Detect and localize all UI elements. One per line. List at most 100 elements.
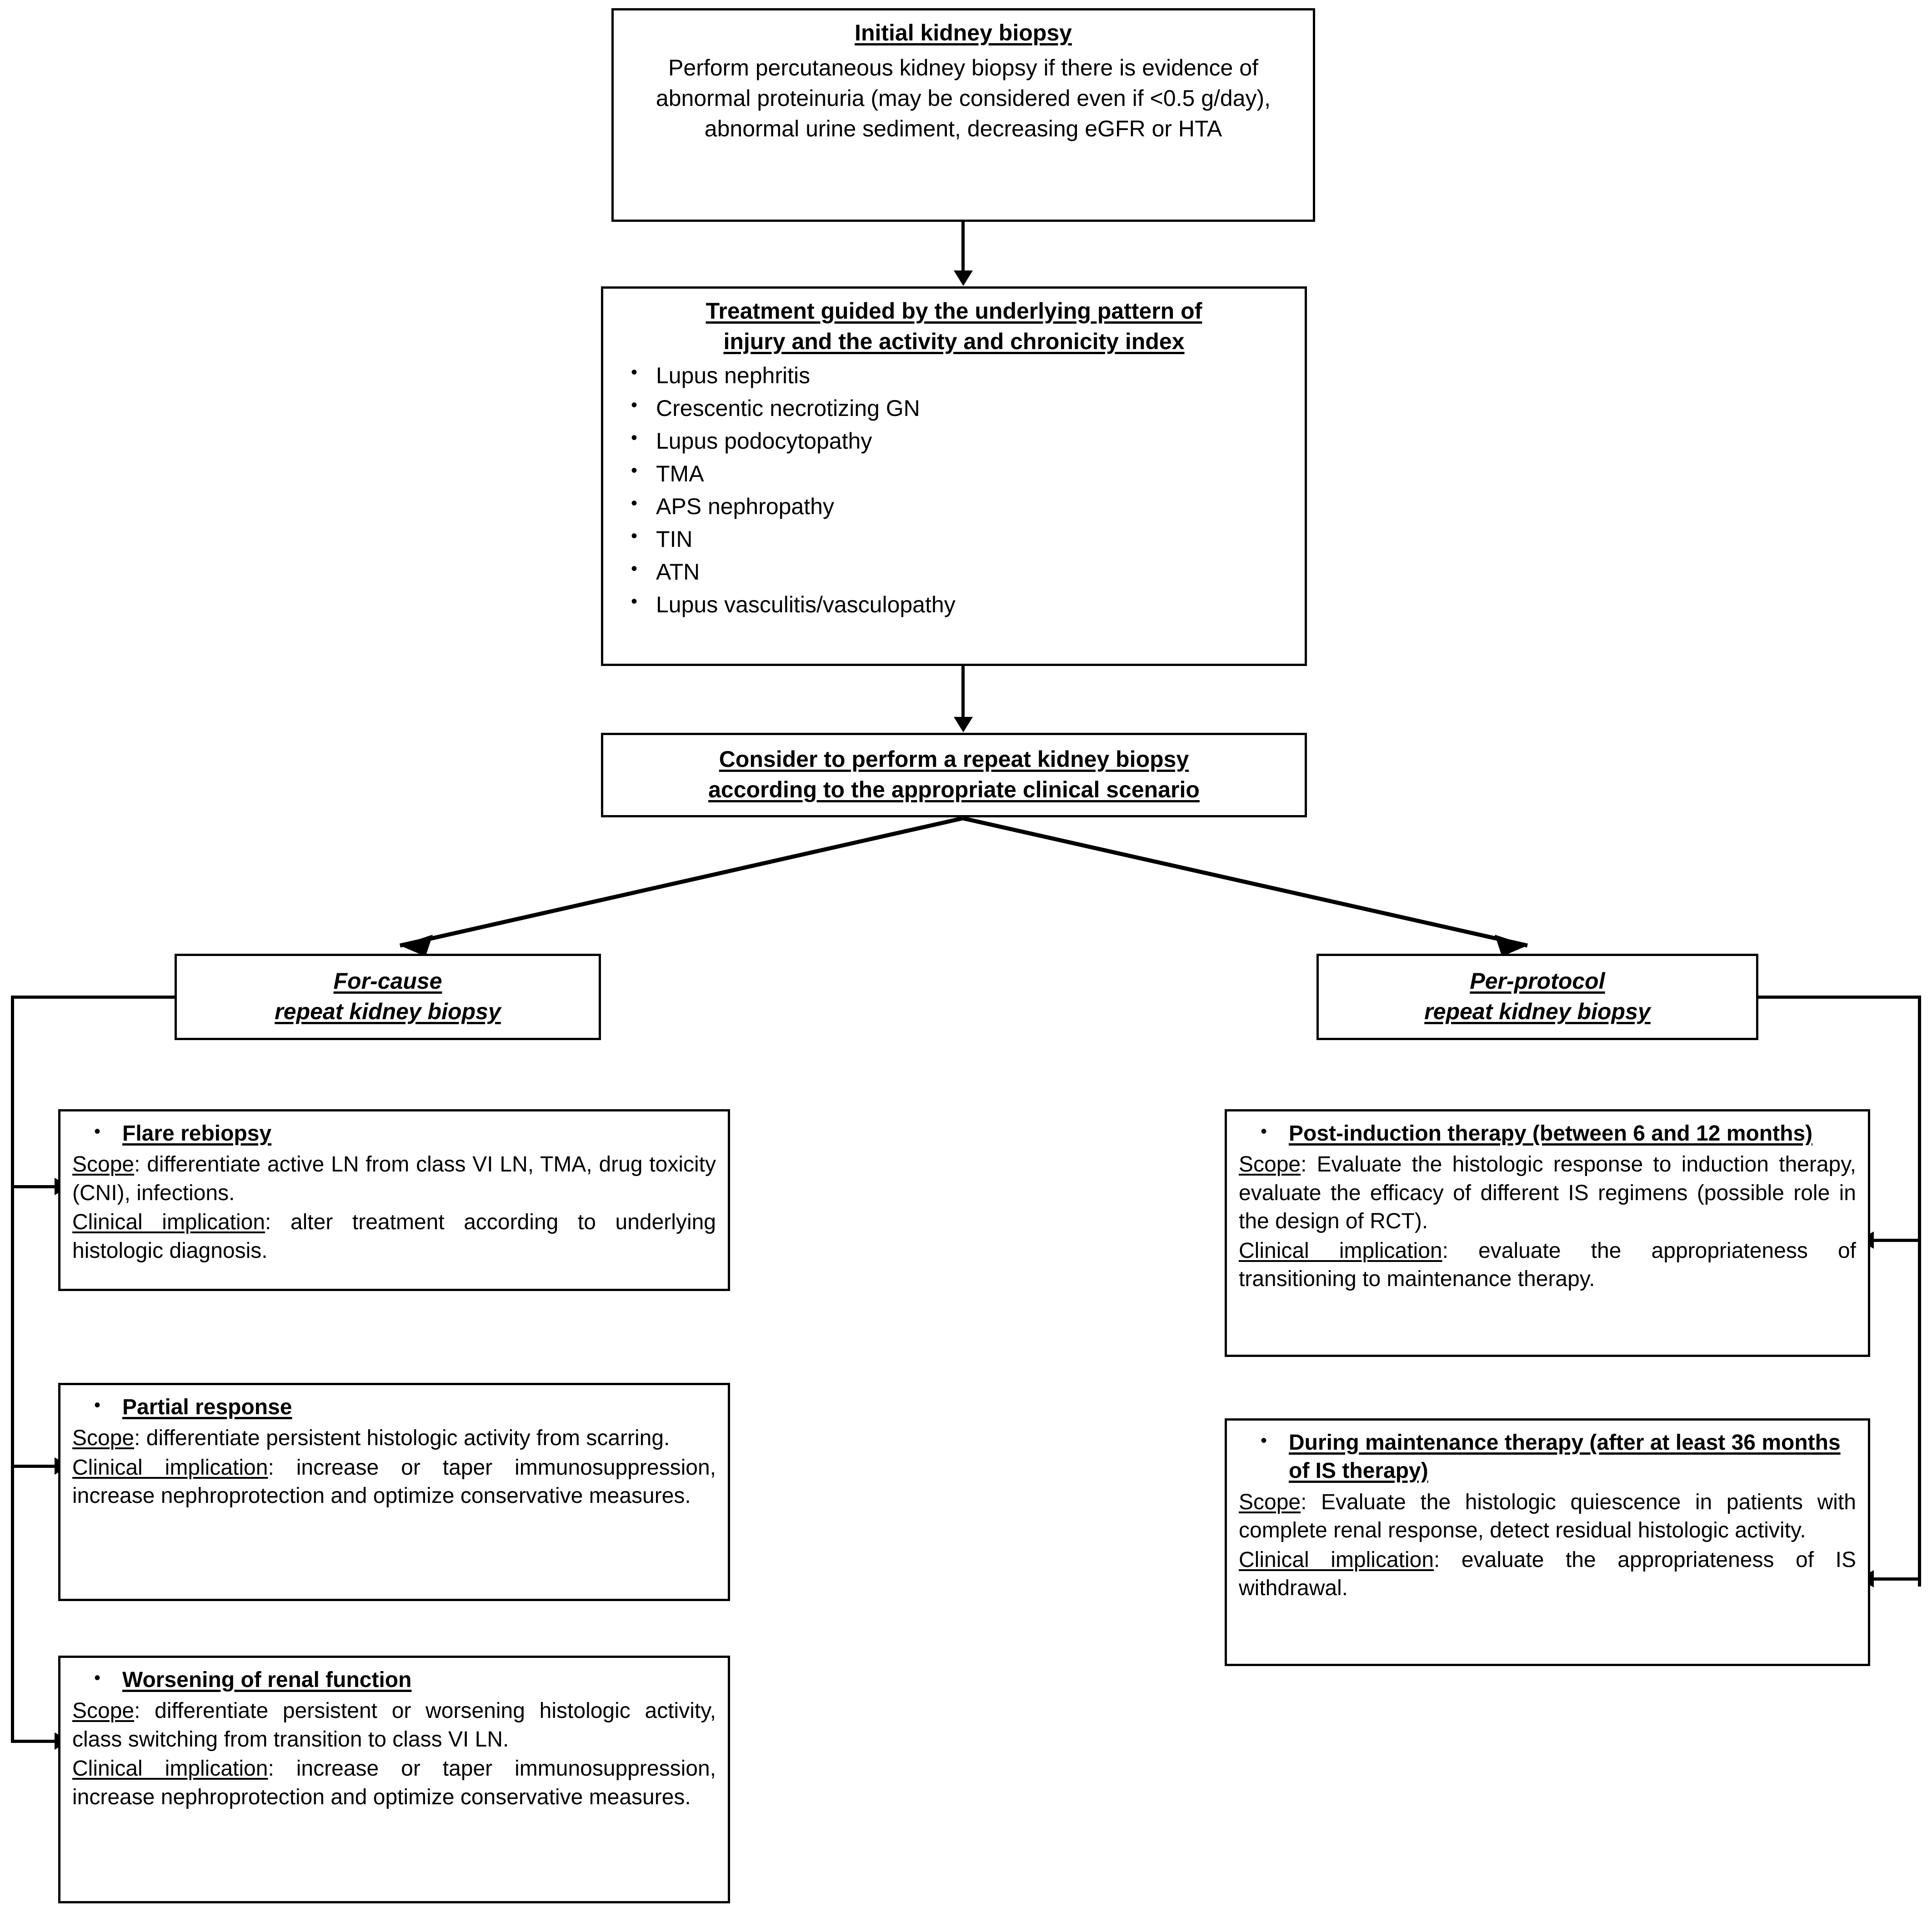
list-item-label: TIN (656, 526, 693, 552)
implication-label: Clinical implication (1239, 1238, 1442, 1263)
bus-branch-to-flare-card (11, 1185, 56, 1188)
list-item: • Lupus podocytopathy (612, 426, 1296, 456)
list-item: • Lupus vasculitis/vasculopathy (612, 590, 1296, 620)
card-worsening-heading-row: • Worsening of renal function (72, 1666, 716, 1694)
list-item-label: ATN (656, 559, 700, 585)
node-initial-kidney-biopsy[interactable]: Initial kidney biopsy Perform percutaneo… (611, 8, 1315, 222)
bus-branch-to-post-induction-card (1873, 1239, 1918, 1242)
list-item-label: APS nephropathy (656, 494, 834, 519)
implication-text: : increase or taper immunosuppression, i… (72, 1757, 716, 1809)
scope-label: Scope (72, 1699, 135, 1723)
connector-treatment-to-consider (961, 666, 965, 718)
list-item-label: Crescentic necrotizing GN (656, 395, 920, 421)
card-partial-scope: Scope: differentiate persistent histolog… (72, 1424, 716, 1452)
card-post-induction-heading-row: • Post-induction therapy (between 6 and … (1239, 1120, 1856, 1148)
card-post-induction-scope: Scope: Evaluate the histologic response … (1239, 1151, 1856, 1236)
bus-per-protocol-trunk (1918, 996, 1921, 1587)
connector-initial-to-treatment (961, 222, 965, 272)
card-maintenance-scope: Scope: Evaluate the histologic quiescenc… (1239, 1488, 1856, 1545)
list-item: • Lupus nephritis (612, 360, 1296, 391)
node-treatment-title-line1: Treatment guided by the underlying patte… (706, 298, 1202, 324)
bullet-icon: • (1260, 1431, 1267, 1451)
scope-text: : differentiate active LN from class VI … (72, 1152, 716, 1205)
scope-label: Scope (1239, 1490, 1301, 1514)
scope-label: Scope (1239, 1152, 1301, 1177)
scope-label: Scope (72, 1152, 135, 1177)
card-worsening-scope: Scope: differentiate persistent or worse… (72, 1697, 716, 1754)
node-treatment-guidance[interactable]: Treatment guided by the underlying patte… (601, 286, 1307, 666)
node-consider-repeat-biopsy[interactable]: Consider to perform a repeat kidney biop… (601, 733, 1307, 817)
node-treatment-title-line2: injury and the activity and chronicity i… (723, 329, 1185, 354)
implication-text: : evaluate the appropriateness of transi… (1239, 1238, 1857, 1291)
card-post-induction-implication: Clinical implication: evaluate the appro… (1239, 1237, 1856, 1294)
card-maintenance-implication: Clinical implication: evaluate the appro… (1239, 1546, 1856, 1603)
arrowhead-treatment-to-consider (954, 717, 973, 732)
for-cause-label-line2: repeat kidney biopsy (275, 999, 501, 1024)
per-protocol-label-line2: repeat kidney biopsy (1424, 999, 1651, 1024)
list-item-label: Lupus nephritis (656, 363, 811, 388)
implication-text: : evaluate the appropriateness of IS wit… (1239, 1547, 1856, 1600)
bullet-icon: • (631, 395, 637, 415)
node-initial-biopsy-body: Perform percutaneous kidney biopsy if th… (656, 55, 1271, 141)
scope-text: : differentiate persistent or worsening … (72, 1699, 716, 1752)
bus-branch-to-worsening-card (11, 1740, 56, 1743)
card-flare-heading: Flare rebiopsy (122, 1121, 272, 1146)
bullet-icon: • (631, 428, 637, 448)
implication-label: Clinical implication (1239, 1547, 1434, 1572)
node-consider-title-line2: according to the appropriate clinical sc… (708, 777, 1200, 802)
bullet-icon: • (94, 1121, 100, 1141)
bullet-icon: • (631, 362, 637, 382)
card-worsening-renal-function[interactable]: • Worsening of renal function Scope: dif… (58, 1656, 730, 1903)
card-flare-rebiopsy[interactable]: • Flare rebiopsy Scope: differentiate ac… (58, 1109, 730, 1291)
bullet-icon: • (94, 1395, 100, 1415)
card-partial-heading: Partial response (122, 1395, 292, 1419)
scope-label: Scope (72, 1426, 135, 1451)
card-during-maintenance-therapy[interactable]: • During maintenance therapy (after at l… (1225, 1418, 1870, 1666)
node-per-protocol-repeat-biopsy[interactable]: Per-protocol repeat kidney biopsy (1316, 954, 1758, 1040)
card-flare-implication: Clinical implication: alter treatment ac… (72, 1208, 716, 1265)
list-item-label: TMA (656, 461, 704, 486)
card-partial-heading-row: • Partial response (72, 1393, 716, 1421)
implication-text: : increase or taper immunosuppression, i… (72, 1455, 716, 1508)
implication-label: Clinical implication (72, 1455, 268, 1480)
bullet-icon: • (1260, 1121, 1267, 1141)
bus-branch-to-partial-card (11, 1465, 56, 1468)
list-item-label: Lupus vasculitis/vasculopathy (656, 592, 956, 617)
node-initial-biopsy-title: Initial kidney biopsy (855, 20, 1072, 45)
node-consider-title-line1: Consider to perform a repeat kidney biop… (719, 746, 1189, 772)
list-item: • ATN (612, 557, 1296, 587)
scope-text: : Evaluate the histologic response to in… (1239, 1152, 1856, 1234)
list-item: • APS nephropathy (612, 491, 1296, 522)
scope-text: : Evaluate the histologic quiescence in … (1239, 1490, 1856, 1543)
implication-label: Clinical implication (72, 1210, 265, 1235)
implication-label: Clinical implication (72, 1757, 268, 1781)
treatment-pattern-list: • Lupus nephritis • Crescentic necrotizi… (612, 360, 1296, 620)
list-item: • Crescentic necrotizing GN (612, 393, 1296, 424)
card-flare-heading-row: • Flare rebiopsy (72, 1120, 716, 1148)
bullet-icon: • (631, 493, 637, 513)
for-cause-label-line1: For-cause (333, 968, 442, 994)
card-flare-scope: Scope: differentiate active LN from clas… (72, 1151, 716, 1207)
node-for-cause-repeat-biopsy[interactable]: For-cause repeat kidney biopsy (175, 954, 601, 1040)
per-protocol-label-line1: Per-protocol (1470, 968, 1605, 994)
bullet-icon: • (631, 460, 637, 480)
bullet-icon: • (631, 559, 637, 579)
arrowhead-initial-to-treatment (954, 270, 973, 286)
card-partial-implication: Clinical implication: increase or taper … (72, 1454, 716, 1511)
card-post-induction-heading: Post-induction therapy (between 6 and 12… (1289, 1121, 1813, 1146)
branch-connectors (400, 816, 1528, 956)
bus-for-cause-trunk (11, 996, 14, 1741)
card-partial-response[interactable]: • Partial response Scope: differentiate … (58, 1383, 730, 1601)
card-maintenance-heading-row: • During maintenance therapy (after at l… (1239, 1429, 1856, 1486)
card-post-induction-therapy[interactable]: • Post-induction therapy (between 6 and … (1225, 1109, 1870, 1357)
list-item-label: Lupus podocytopathy (656, 428, 872, 454)
bus-for-cause-stub (11, 996, 175, 999)
implication-text: : alter treatment according to underlyin… (72, 1210, 716, 1263)
card-worsening-implication: Clinical implication: increase or taper … (72, 1755, 716, 1812)
scope-text: : differentiate persistent histologic ac… (134, 1426, 670, 1451)
card-worsening-heading: Worsening of renal function (122, 1668, 412, 1692)
list-item: • TIN (612, 524, 1296, 555)
bus-per-protocol-stub (1757, 996, 1921, 999)
bullet-icon: • (94, 1668, 100, 1688)
